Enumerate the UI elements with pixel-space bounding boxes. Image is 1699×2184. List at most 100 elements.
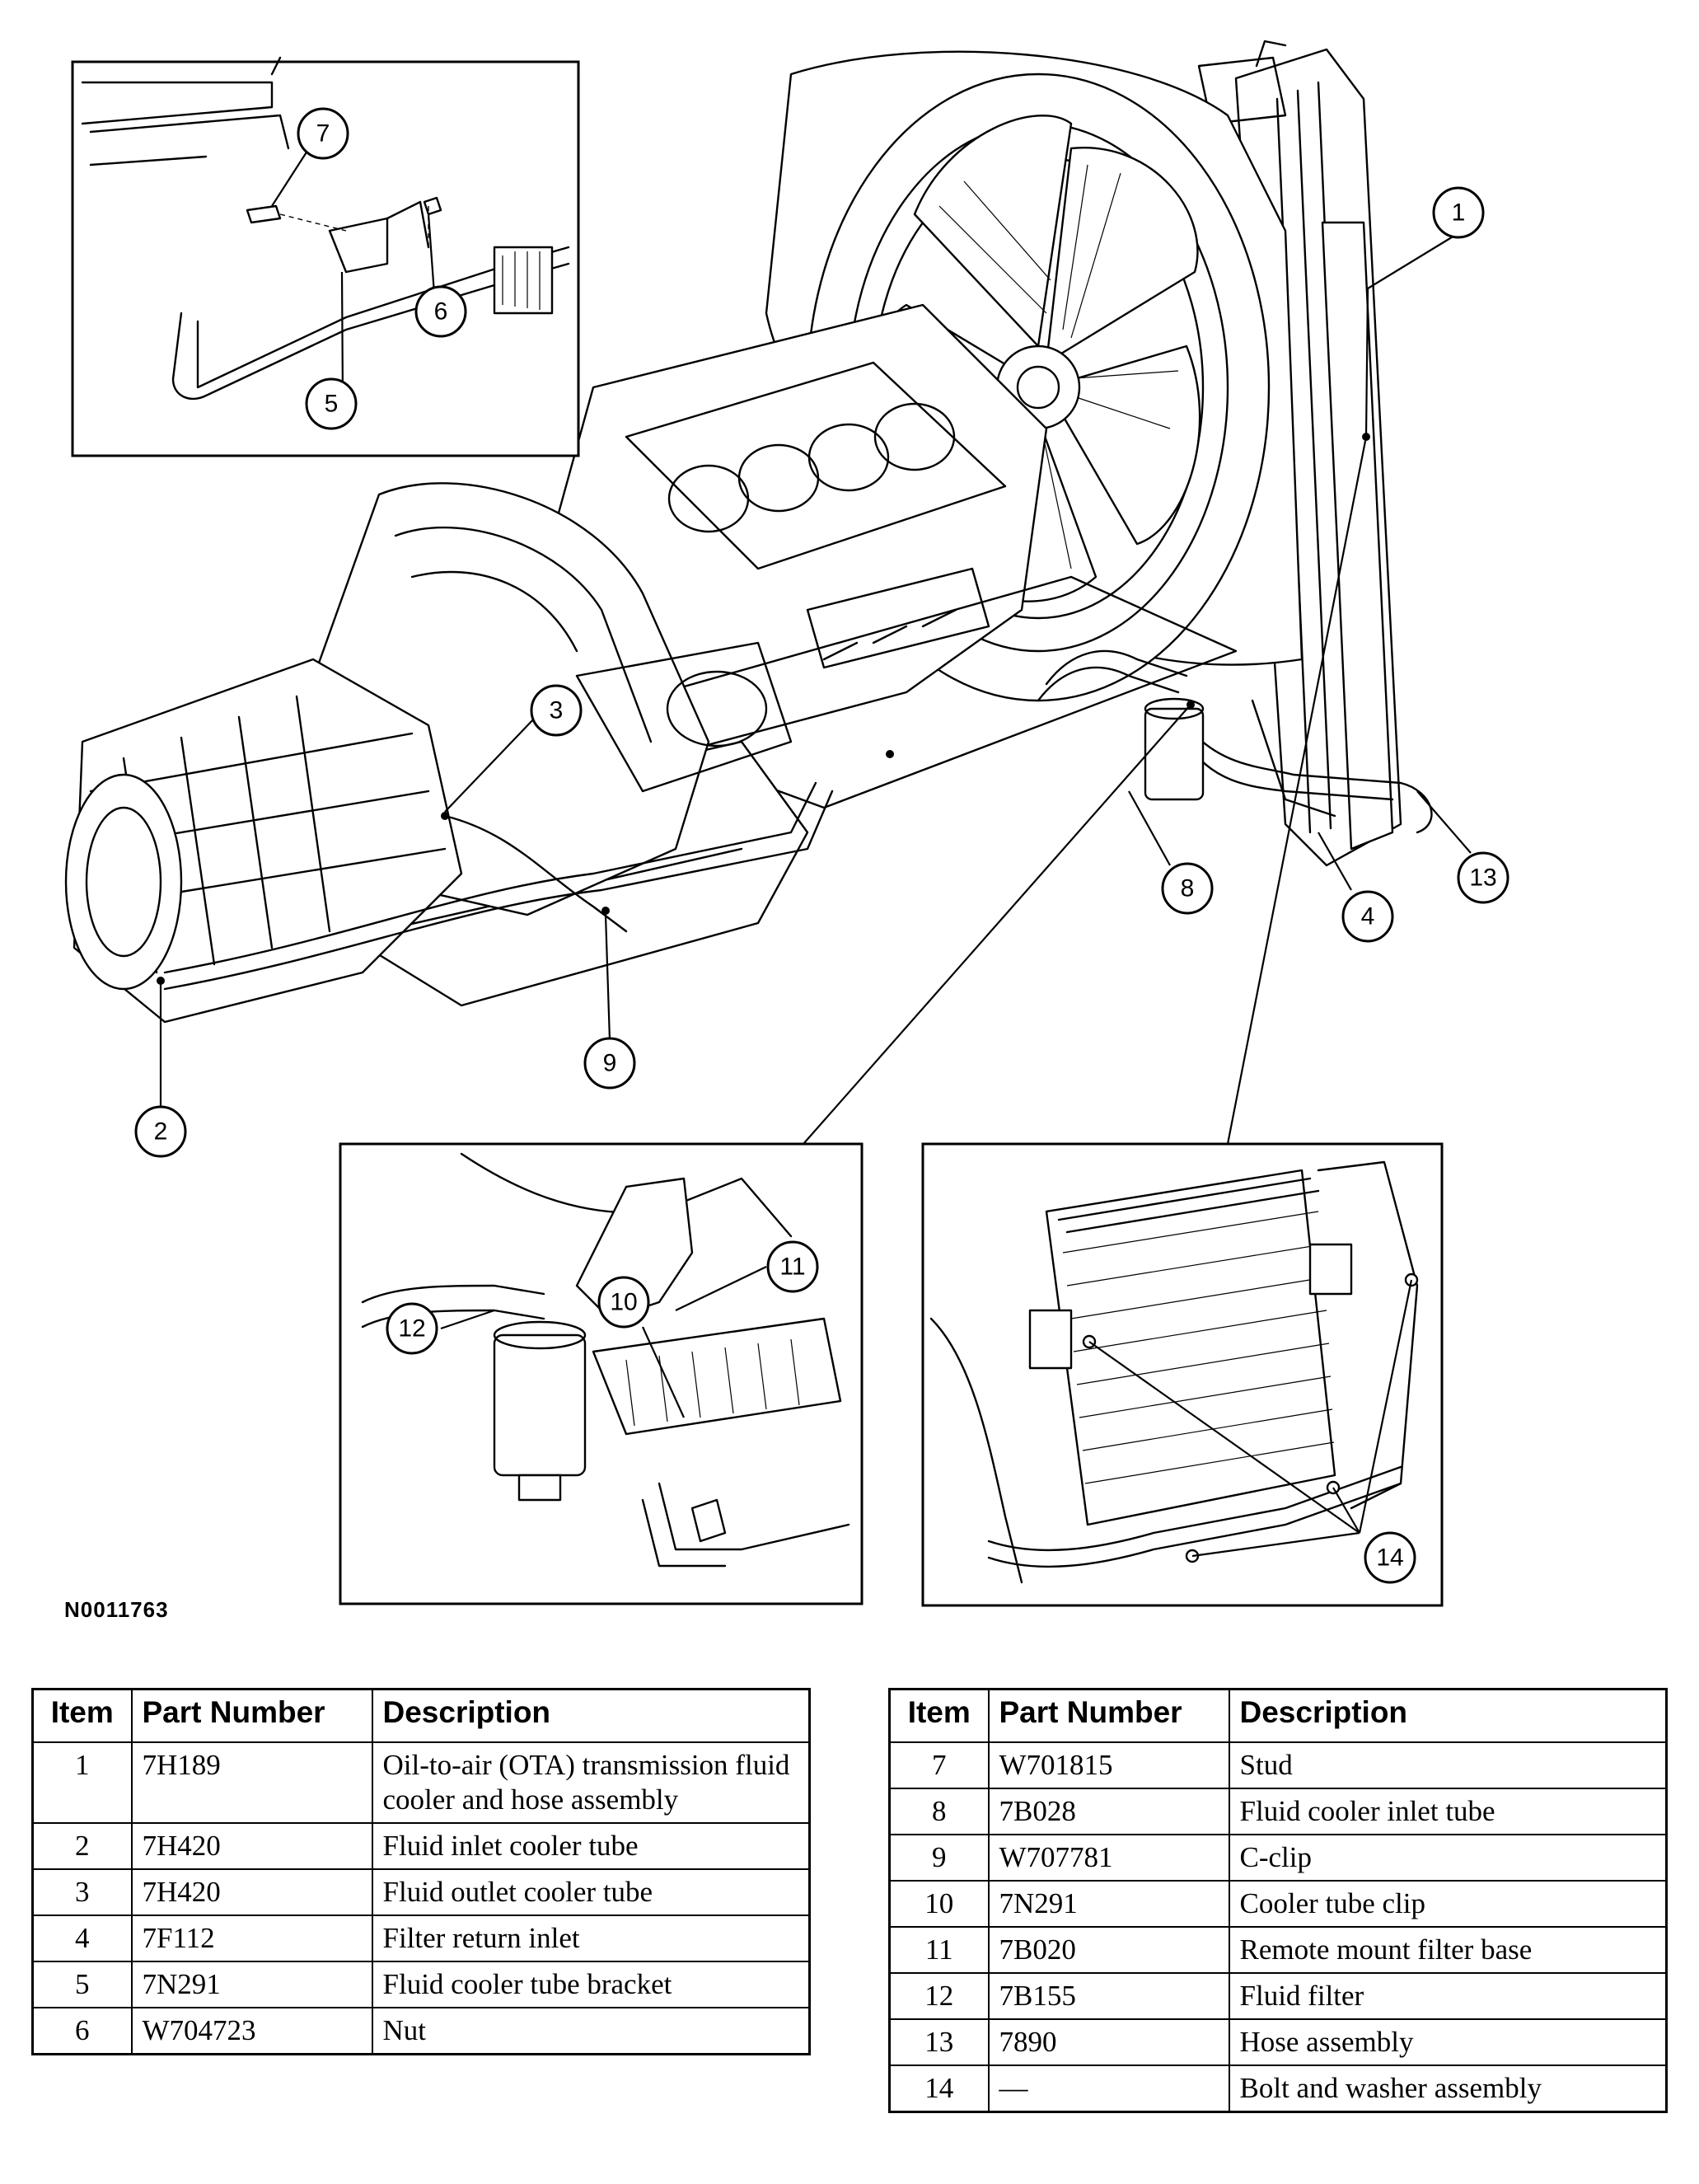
transmission (64, 482, 793, 1024)
callout-6: 6 (414, 285, 467, 338)
item-cell: 3 (31, 1868, 133, 1916)
description-cell: Filter return inlet (371, 1915, 811, 1962)
part-number-cell: 7B020 (987, 1926, 1230, 1974)
item-cell: 6 (31, 2007, 133, 2055)
callout-7: 7 (297, 107, 349, 160)
svg-text:6: 6 (434, 298, 448, 326)
header-item: Item (888, 1688, 990, 1743)
header-part-number: Part Number (987, 1688, 1230, 1743)
svg-text:4: 4 (1361, 903, 1375, 930)
svg-text:9: 9 (603, 1050, 617, 1077)
parts-table-right: Item Part Number Description 7 W701815 S… (888, 1688, 1668, 2113)
figure-id: N0011763 (64, 1597, 169, 1622)
part-number-cell: 7H420 (130, 1868, 373, 1916)
description-cell: Fluid outlet cooler tube (371, 1868, 811, 1916)
callout-13: 13 (1457, 851, 1509, 904)
svg-text:8: 8 (1181, 875, 1195, 902)
callout-3: 3 (530, 684, 583, 737)
description-cell: Nut (371, 2007, 811, 2055)
inset-cooler-mounting (921, 1142, 1444, 1607)
part-number-cell: 7N291 (130, 1961, 373, 2008)
table-row: 7 W701815 Stud (888, 1741, 1668, 1789)
table-row: 9 W707781 C-clip (888, 1834, 1668, 1882)
item-cell: 7 (888, 1741, 990, 1789)
parts-table-left: Item Part Number Description 1 7H189 Oil… (31, 1688, 811, 2055)
callout-14: 14 (1364, 1531, 1416, 1584)
svg-text:7: 7 (316, 120, 330, 148)
item-cell: 4 (31, 1915, 133, 1962)
svg-text:12: 12 (398, 1315, 425, 1343)
description-cell: Stud (1228, 1741, 1668, 1789)
inset-filter-detail (339, 1142, 864, 1605)
part-number-cell: 7H189 (130, 1741, 373, 1824)
callout-8: 8 (1161, 862, 1214, 915)
table-row: 14 — Bolt and washer assembly (888, 2064, 1668, 2113)
cooler-tubes (163, 649, 1433, 991)
description-cell: Fluid inlet cooler tube (371, 1822, 811, 1870)
item-cell: 11 (888, 1926, 990, 1974)
callout-2: 2 (134, 1105, 187, 1158)
table-row: 13 7890 Hose assembly (888, 2018, 1668, 2066)
callout-9: 9 (583, 1037, 636, 1090)
part-number-cell: W701815 (987, 1741, 1230, 1789)
part-number-cell: 7890 (987, 2018, 1230, 2066)
part-number-cell: 7B028 (987, 1788, 1230, 1835)
item-cell: 12 (888, 1972, 990, 2020)
part-number-cell: 7H420 (130, 1822, 373, 1870)
svg-text:1: 1 (1452, 199, 1466, 227)
item-cell: 2 (31, 1822, 133, 1870)
description-cell: Oil-to-air (OTA) transmission fluid cool… (371, 1741, 811, 1824)
item-cell: 1 (31, 1741, 133, 1824)
table-row: 5 7N291 Fluid cooler tube bracket (31, 1961, 811, 2008)
item-cell: 5 (31, 1961, 133, 2008)
table-row: 1 7H189 Oil-to-air (OTA) transmission fl… (31, 1741, 811, 1824)
item-cell: 14 (888, 2064, 990, 2113)
description-cell: Cooler tube clip (1228, 1880, 1668, 1928)
header-description: Description (371, 1688, 811, 1743)
callout-1: 1 (1432, 186, 1485, 239)
table-row: 11 7B020 Remote mount filter base (888, 1926, 1668, 1974)
callout-5: 5 (305, 377, 358, 430)
item-cell: 9 (888, 1834, 990, 1882)
header-item: Item (31, 1688, 133, 1743)
item-cell: 13 (888, 2018, 990, 2066)
part-number-cell: W707781 (987, 1834, 1230, 1882)
part-number-cell: W704723 (130, 2007, 373, 2055)
item-cell: 8 (888, 1788, 990, 1835)
leader-lines (159, 148, 1472, 1558)
item-cell: 10 (888, 1880, 990, 1928)
callout-11: 11 (766, 1240, 819, 1293)
svg-text:10: 10 (610, 1289, 637, 1316)
exploded-diagram: 1 2 3 4 5 6 7 8 9 10 11 12 13 14 (64, 40, 1509, 1607)
table-row: 3 7H420 Fluid outlet cooler tube (31, 1868, 811, 1916)
svg-text:3: 3 (550, 697, 564, 724)
description-cell: Fluid cooler inlet tube (1228, 1788, 1668, 1835)
table-row: 2 7H420 Fluid inlet cooler tube (31, 1822, 811, 1870)
description-cell: Bolt and washer assembly (1228, 2064, 1668, 2113)
pointer-dots (157, 433, 1370, 985)
svg-text:11: 11 (779, 1254, 805, 1281)
description-cell: Fluid cooler tube bracket (371, 1961, 811, 2008)
engine-transmission-drawing (64, 40, 1433, 1024)
callout-12: 12 (386, 1302, 438, 1355)
svg-text:13: 13 (1469, 865, 1496, 892)
description-cell: Remote mount filter base (1228, 1926, 1668, 1974)
svg-text:5: 5 (325, 391, 339, 418)
description-cell: Hose assembly (1228, 2018, 1668, 2066)
table-row: 10 7N291 Cooler tube clip (888, 1880, 1668, 1928)
table-header-row: Item Part Number Description (888, 1688, 1668, 1743)
callout-10: 10 (597, 1276, 650, 1329)
table-row: 8 7B028 Fluid cooler inlet tube (888, 1788, 1668, 1835)
header-description: Description (1228, 1688, 1668, 1743)
header-part-number: Part Number (130, 1688, 373, 1743)
part-number-cell: 7F112 (130, 1915, 373, 1962)
svg-text:2: 2 (154, 1118, 168, 1146)
callout-4: 4 (1341, 890, 1394, 943)
part-number-cell: — (987, 2064, 1230, 2113)
table-row: 4 7F112 Filter return inlet (31, 1915, 811, 1962)
table-header-row: Item Part Number Description (31, 1688, 811, 1743)
part-number-cell: 7B155 (987, 1972, 1230, 2020)
table-row: 6 W704723 Nut (31, 2007, 811, 2055)
part-number-cell: 7N291 (987, 1880, 1230, 1928)
svg-text:14: 14 (1376, 1544, 1403, 1572)
